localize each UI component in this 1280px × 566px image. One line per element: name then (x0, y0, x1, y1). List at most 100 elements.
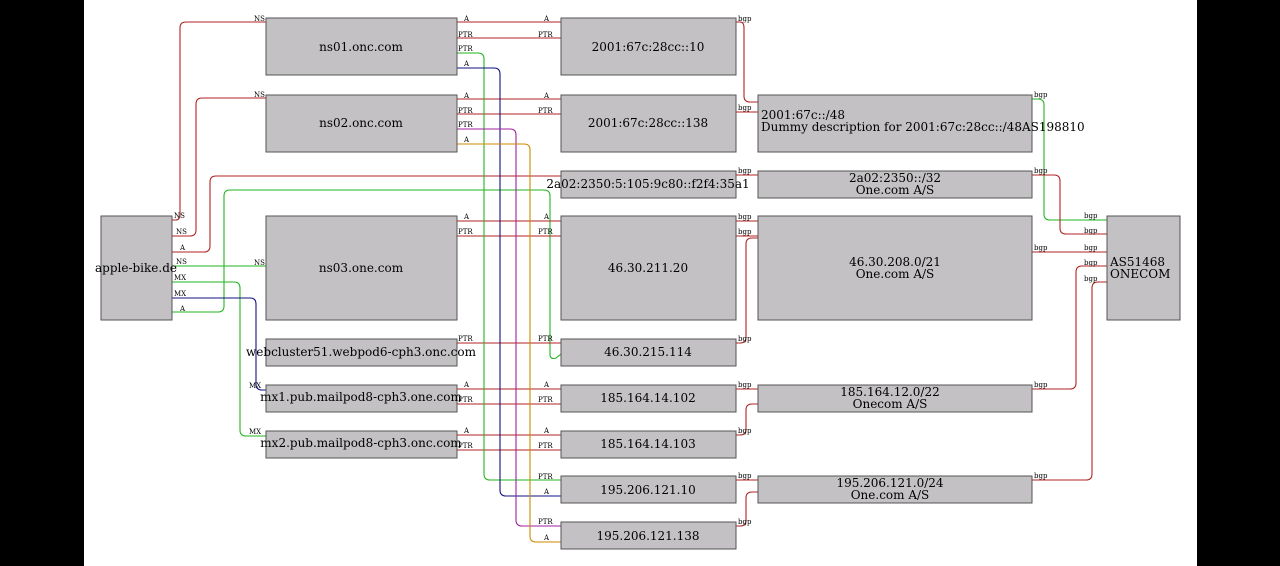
edge-bgp-2001-10 (736, 21, 758, 103)
node-label: 46.30.208.0/21 (849, 255, 941, 269)
edge-a-46-215 (172, 189, 562, 360)
edge-label: PTR (458, 335, 473, 343)
node-label: 46.30.215.114 (604, 345, 692, 359)
edge-label: MX (249, 428, 261, 436)
edge-label: bgp (738, 15, 752, 23)
edge-label: A (463, 427, 470, 435)
edge-label: NS (174, 212, 185, 220)
edge-label: PTR (538, 473, 553, 481)
node-prefix-2a02[interactable]: 2a02:2350::/32 One.com A/S (757, 170, 1033, 199)
edge-label: bgp (1084, 259, 1098, 267)
edge-label: bgp (1034, 244, 1048, 252)
node-ip-46-211[interactable]: 46.30.211.20 (560, 215, 737, 321)
edge-a-2a02 (172, 175, 561, 253)
node-label: 195.206.121.138 (596, 529, 699, 543)
edge-label: A (543, 427, 550, 435)
node-ip-2a02[interactable]: 2a02:2350:5:105:9c80::f2f4:35a1 (546, 170, 750, 199)
edge-label: NS (254, 259, 265, 267)
node-label: mx2.pub.mailpod8-cph3.onc.com (260, 436, 462, 450)
edge-label: PTR (538, 442, 553, 450)
node-label: 185.164.14.102 (600, 391, 695, 405)
node-prefix-46[interactable]: 46.30.208.0/21 One.com A/S (757, 215, 1033, 321)
graph-svg: apple-bike.de ns01.onc.com ns02.onc.com … (95, 15, 1181, 550)
node-ip-2001-10[interactable]: 2001:67c:28cc::10 (560, 17, 737, 76)
node-label: 2a02:2350:5:105:9c80::f2f4:35a1 (546, 177, 749, 191)
node-label: One.com A/S (856, 183, 935, 197)
node-label: Dummy description for 2001:67c:28cc::/48… (761, 120, 1085, 134)
node-ip-185-102[interactable]: 185.164.14.102 (560, 384, 737, 413)
edge-label: A (463, 213, 470, 221)
node-webcluster[interactable]: webcluster51.webpod6-cph3.onc.com (246, 338, 477, 367)
edge-label: PTR (538, 396, 553, 404)
edge-label: A (543, 15, 550, 23)
edge-label: bgp (738, 167, 752, 175)
edge-label: bgp (738, 427, 752, 435)
edge-label: bgp (738, 335, 752, 343)
edge-label: A (543, 381, 550, 389)
node-label: apple-bike.de (95, 261, 177, 275)
node-prefix-195[interactable]: 195.206.121.0/24 One.com A/S (757, 475, 1033, 504)
node-ip-195-138[interactable]: 195.206.121.138 (560, 521, 737, 550)
node-ns01[interactable]: ns01.onc.com (265, 17, 458, 76)
edge-label: PTR (458, 107, 473, 115)
edge-asn-2a02 (1032, 174, 1107, 235)
node-mx1[interactable]: mx1.pub.mailpod8-cph3.one.com (260, 384, 463, 413)
edge-label: bgp (1034, 91, 1048, 99)
edge-label: bgp (738, 213, 752, 221)
edge-label: bgp (738, 104, 752, 112)
edge-label: PTR (458, 442, 473, 450)
node-label: ONECOM (1110, 267, 1170, 281)
edge-label: NS (254, 15, 265, 23)
edge-label: PTR (458, 228, 473, 236)
node-apple-bike[interactable]: apple-bike.de (95, 215, 177, 321)
edge-label: A (543, 92, 550, 100)
edge-mx2 (172, 281, 266, 437)
node-label: 195.206.121.0/24 (836, 476, 943, 490)
node-ns03[interactable]: ns03.one.com (265, 215, 458, 321)
edge-label: bgp (1034, 472, 1048, 480)
node-ns02[interactable]: ns02.onc.com (265, 94, 458, 153)
edge-mx1 (172, 297, 266, 391)
edge-bgp-195-138 (736, 491, 758, 527)
node-label: ns01.onc.com (319, 40, 403, 54)
edge-label: bgp (738, 381, 752, 389)
edge-label: A (463, 136, 470, 144)
node-ip-2001-138[interactable]: 2001:67c:28cc::138 (560, 94, 737, 153)
edge-label: A (463, 381, 470, 389)
node-label: 2001:67c::/48 (761, 108, 845, 122)
edge-label: A (543, 488, 550, 496)
edge-ns01-ptr-195-10 (457, 52, 561, 481)
edge-label: bgp (1034, 167, 1048, 175)
node-label: webcluster51.webpod6-cph3.onc.com (246, 345, 477, 359)
node-label: One.com A/S (856, 267, 935, 281)
edge-label: MX (249, 382, 261, 390)
node-prefix-2001[interactable]: 2001:67c::/48 Dummy description for 2001… (757, 94, 1085, 153)
edge-label: A (543, 213, 550, 221)
node-mx2[interactable]: mx2.pub.mailpod8-cph3.onc.com (260, 430, 462, 459)
node-label: 185.164.14.103 (600, 437, 695, 451)
edge-label: NS (176, 228, 187, 236)
node-label: ns02.onc.com (319, 116, 403, 130)
node-label: 2001:67c:28cc::138 (588, 116, 708, 130)
edge-asn-2001 (1032, 98, 1107, 221)
edge-asn-195 (1032, 281, 1107, 481)
node-label: 195.206.121.10 (600, 483, 695, 497)
nodes: apple-bike.de ns01.onc.com ns02.onc.com … (95, 17, 1181, 550)
node-asn[interactable]: AS51468 ONECOM (1106, 215, 1181, 321)
edge-label: A (463, 92, 470, 100)
edge-ns02-a-195-138 (457, 143, 561, 543)
edge-ns01-a-195-10 (457, 67, 561, 497)
edge-label: PTR (538, 31, 553, 39)
edge-asn-185 (1032, 265, 1107, 390)
node-ip-46-215[interactable]: 46.30.215.114 (560, 338, 737, 367)
edge-label: PTR (538, 228, 553, 236)
node-ip-185-103[interactable]: 185.164.14.103 (560, 430, 737, 459)
edge-label: bgp (738, 472, 752, 480)
node-prefix-185[interactable]: 185.164.12.0/22 Onecom A/S (757, 384, 1033, 413)
edge-label: PTR (458, 45, 473, 53)
edge-label: bgp (1084, 244, 1098, 252)
edge-ns01 (172, 21, 266, 221)
node-ip-195-10[interactable]: 195.206.121.10 (560, 475, 737, 504)
edge-ns02 (172, 97, 266, 237)
edge-label: PTR (538, 107, 553, 115)
